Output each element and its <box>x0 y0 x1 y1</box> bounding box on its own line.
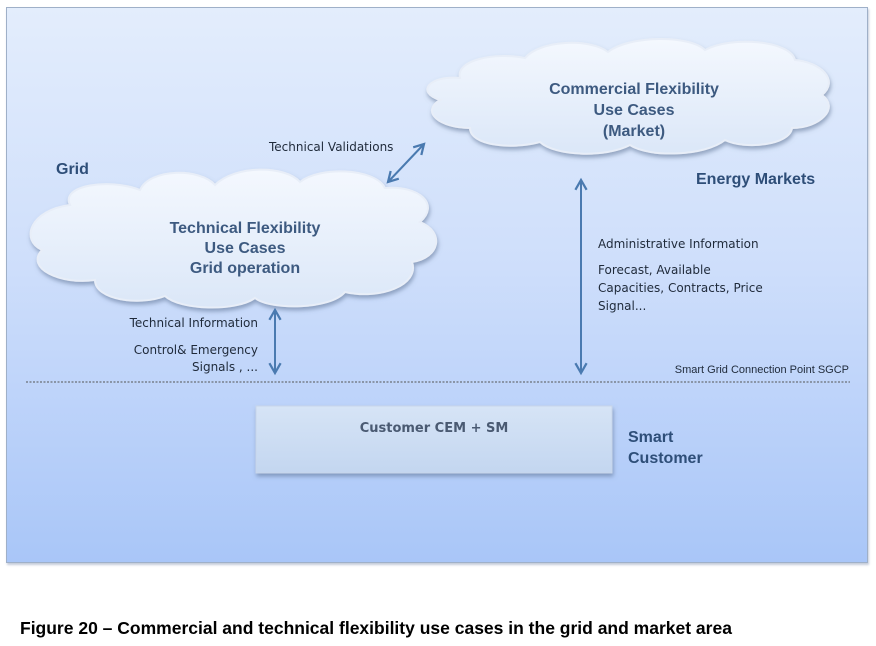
grid-region-label: Grid <box>56 161 89 178</box>
customer-cem-sm-box <box>255 405 613 474</box>
customer-box-label: Customer CEM + SM <box>360 421 509 436</box>
forecast-label-line-3: Signal... <box>598 299 646 313</box>
technical-information-label: Technical Information <box>129 316 258 330</box>
technical-cloud-line-1: Technical Flexibility <box>170 220 321 237</box>
energy-markets-region-label: Energy Markets <box>696 171 815 188</box>
administrative-information-label: Administrative Information <box>598 237 759 251</box>
technical-cloud-line-2: Use Cases <box>205 240 286 257</box>
forecast-label-line-2: Capacities, Contracts, Price <box>598 281 763 295</box>
control-signals-label-line-1: Control& Emergency <box>134 343 258 357</box>
forecast-label-line-1: Forecast, Available <box>598 263 711 277</box>
figure-caption: Figure 20 – Commercial and technical fle… <box>20 618 732 638</box>
control-signals-label-line-2: Signals , ... <box>192 360 258 374</box>
sgcp-label: Smart Grid Connection Point SGCP <box>675 364 849 376</box>
commercial-flexibility-cloud <box>426 38 830 155</box>
technical-validations-label: Technical Validations <box>268 140 393 154</box>
commercial-cloud-line-2: Use Cases <box>594 102 675 119</box>
technical-cloud-line-3: Grid operation <box>190 260 300 277</box>
commercial-cloud-line-3: (Market) <box>603 123 665 140</box>
technical-flexibility-cloud <box>29 168 438 309</box>
technical-validations-arrow <box>386 142 426 184</box>
smart-customer-label-line-2: Customer <box>628 450 703 467</box>
commercial-cloud-line-1: Commercial Flexibility <box>549 81 719 98</box>
smart-customer-label-line-1: Smart <box>628 429 674 446</box>
